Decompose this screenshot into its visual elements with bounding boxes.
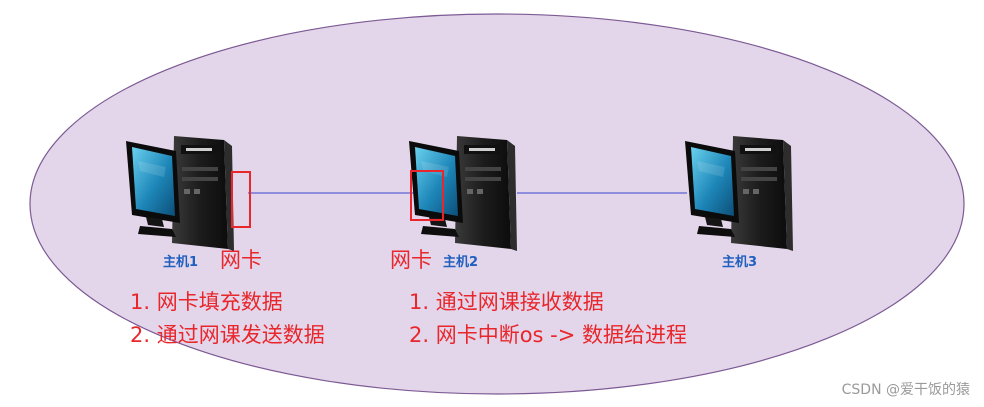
host2-step-2: 2. 网卡中断os -> 数据给进程	[409, 323, 688, 347]
csdn-watermark: CSDN @爱干饭的猿	[841, 382, 970, 398]
computer-icon-host2	[409, 136, 517, 251]
nic-highlight-host1	[231, 171, 251, 228]
computer-icon-host1	[126, 136, 234, 251]
host2-step-1: 1. 通过网课接收数据	[409, 290, 604, 314]
computer-icon-host3	[685, 136, 793, 251]
host2-nic-label: 网卡	[390, 248, 432, 272]
host1-step-2: 2. 通过网课发送数据	[130, 323, 325, 347]
nic-highlight-host2	[410, 170, 444, 221]
host1-step-1: 1. 网卡填充数据	[130, 290, 283, 314]
host2-label: 主机2	[443, 255, 479, 270]
host1-label: 主机1	[163, 255, 199, 270]
host3-label: 主机3	[722, 255, 758, 270]
host1-nic-label: 网卡	[220, 248, 262, 272]
